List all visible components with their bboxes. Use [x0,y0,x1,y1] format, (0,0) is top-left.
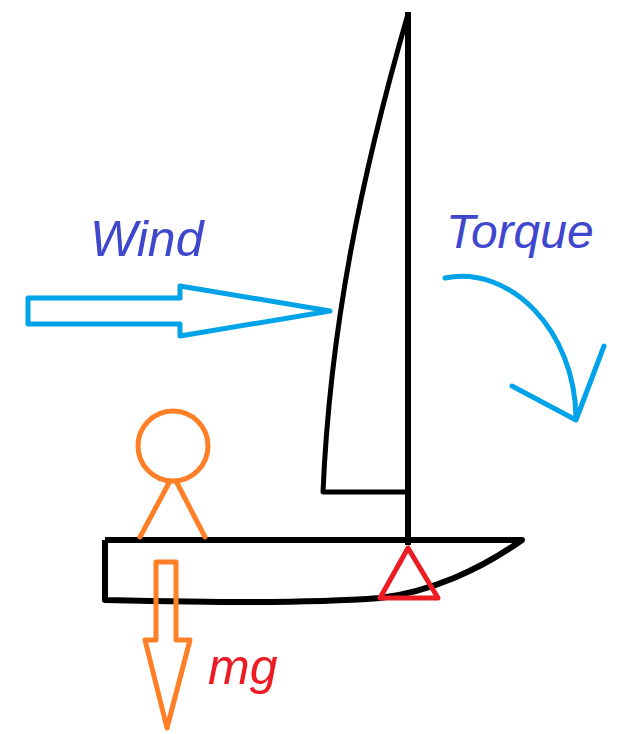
force-label: mg [208,640,277,695]
weight-arrow [145,562,190,728]
pivot-triangle [380,548,438,598]
torque-arc [445,276,576,418]
person-legs [140,481,205,537]
force-label: Wind [90,212,203,267]
wind-arrow [28,286,330,336]
person-head [138,411,208,481]
mast [405,12,411,545]
torque-arrowhead [512,346,604,420]
hull [105,540,522,602]
torque-label: Torque [446,206,594,259]
sail [323,14,408,492]
